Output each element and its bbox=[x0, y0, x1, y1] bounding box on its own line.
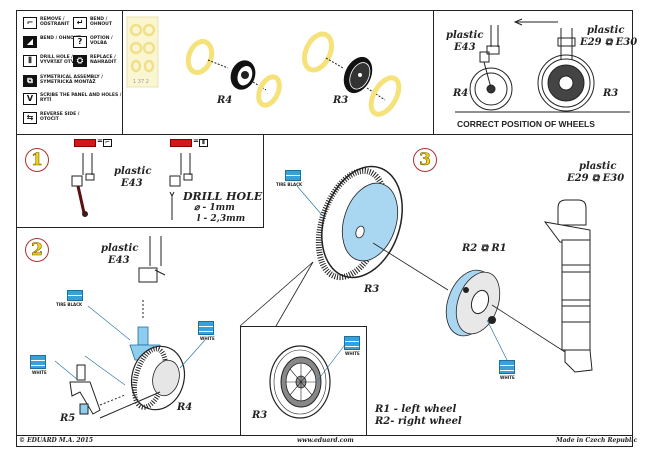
option-icon: ? bbox=[73, 36, 87, 48]
paint-caption-tire-black: TIRE BLACK bbox=[276, 182, 303, 187]
wheel-r4 bbox=[230, 60, 256, 90]
bend-icon: ↵ bbox=[73, 17, 87, 29]
paint-caption-white: WHITE bbox=[200, 336, 215, 341]
drill-hole-title: DRILL HOLE bbox=[183, 190, 263, 203]
drill-length: l - 2,3mm bbox=[197, 214, 246, 224]
paint-code-white bbox=[198, 321, 214, 335]
note-right-wheel: R2- right wheel bbox=[375, 416, 462, 427]
paint-code-white bbox=[30, 355, 46, 369]
paint-caption-white: WHITE bbox=[500, 375, 515, 380]
legend-text: REVERSE SIDE / OTOČIT bbox=[40, 112, 80, 122]
legend-text: REMOVE / ODSTRANIT bbox=[40, 17, 70, 27]
cp-left-part: E43 bbox=[454, 42, 476, 53]
drill-hole-icon: ⦀ bbox=[199, 139, 208, 147]
paint-code-white bbox=[344, 336, 360, 350]
step3-wheel-r3 bbox=[315, 165, 403, 281]
step3-hub bbox=[445, 269, 501, 337]
legend-item-bend-carefully: ◢ BEND / OHNOUT bbox=[23, 36, 84, 48]
legend-item-reverse-side: ⇆ REVERSE SIDE / OTOČIT bbox=[23, 112, 84, 124]
mask-sheet-rings bbox=[129, 23, 156, 73]
bend-carefully-icon: ◢ bbox=[23, 36, 37, 48]
detail-wheel-r3 bbox=[269, 345, 331, 419]
cp-right-plastic: plastic bbox=[587, 25, 625, 36]
legend-text: REPLACE / NAHRADIT bbox=[90, 55, 117, 65]
detail-wheel-label: R3 bbox=[252, 410, 268, 421]
mask-ring-r4-back bbox=[256, 74, 282, 108]
note-left-wheel: R1 - left wheel bbox=[375, 404, 457, 415]
step3-wheel-label: R3 bbox=[364, 284, 380, 295]
legend-item-scribe: V SCRIBE THE PANEL AND HOLES / RÝTÍ bbox=[23, 93, 130, 105]
step2-nose-leg bbox=[138, 236, 166, 320]
main-gear-side-view bbox=[537, 28, 595, 112]
legend-text: OPTION / VOLBA bbox=[90, 36, 113, 46]
correct-position-title: CORRECT POSITION OF WHEELS bbox=[457, 119, 595, 129]
legend-item-symmetrical: ⧉ SYMETRICAL ASSEMBLY / SYMETRICKÁ MONTÁ… bbox=[23, 75, 130, 87]
legend-text: BEND / OHNOUT bbox=[40, 36, 81, 41]
step-3-badge: 3 bbox=[413, 148, 437, 172]
replace-icon: ⛭ bbox=[73, 55, 87, 67]
red-paint-swatch bbox=[170, 139, 192, 147]
scribe-icon: V bbox=[23, 93, 37, 105]
legend-item-replace: ⛭ REPLACE / NAHRADIT bbox=[73, 55, 120, 67]
legend-item-bend: ↵ BEND / OHNOUT bbox=[73, 17, 120, 29]
step-1-badge: 1 bbox=[25, 148, 49, 172]
footer-website[interactable]: www.eduard.com bbox=[297, 437, 354, 444]
mask-ring-r4-front bbox=[185, 39, 215, 75]
paint-code-white bbox=[499, 360, 515, 374]
paint-caption-white: WHITE bbox=[345, 351, 360, 356]
legend-text: DRILL HOLE / VYVRTAT OTVOR bbox=[40, 55, 82, 65]
step2-wheel-r4 bbox=[130, 345, 186, 411]
cp-left-wheel: R4 bbox=[453, 88, 469, 99]
step3-plastic: plastic bbox=[579, 161, 617, 172]
step3-main-strut bbox=[543, 199, 593, 373]
legend-item-drill-hole: ⦀ DRILL HOLE / VYVRTAT OTVOR bbox=[23, 55, 84, 67]
cp-right-part: E29 ⧉ E30 bbox=[580, 37, 638, 48]
cp-left-plastic: plastic bbox=[446, 30, 484, 41]
remove-icon: ⌐ bbox=[23, 17, 37, 29]
step1-leg-with-brace bbox=[71, 153, 95, 217]
paint-code-tire-black bbox=[285, 170, 301, 181]
mask-ring-r3-front bbox=[301, 31, 335, 73]
step2-plastic: plastic bbox=[101, 243, 139, 254]
step-2-badge: 2 bbox=[25, 238, 49, 262]
footer-made-in: Made in Czech Republic bbox=[556, 437, 638, 444]
legend-item-remove: ⌐ REMOVE / ODSTRANIT bbox=[23, 17, 84, 29]
remove-icon: ⌐ bbox=[103, 139, 112, 147]
mask-ring-r3-back bbox=[368, 75, 402, 117]
step3-part: E29 ⧉ E30 bbox=[567, 173, 625, 184]
front-gear-side-view bbox=[469, 25, 513, 111]
drill-diameter: ⌀ - 1mm bbox=[194, 203, 235, 213]
symmetrical-assembly-icon: ⧉ bbox=[23, 75, 37, 87]
legend-item-option: ? OPTION / VOLBA bbox=[73, 36, 120, 48]
step2-part: E43 bbox=[108, 255, 130, 266]
step3-hub-label: R2 ⧉ R1 bbox=[462, 243, 507, 254]
step1-leg-drilled bbox=[169, 153, 193, 220]
paint-caption-tire-black: TIRE BLACK bbox=[56, 302, 83, 307]
wheel-r3 bbox=[343, 56, 373, 94]
mask-part-r3-label: R3 bbox=[333, 95, 349, 106]
legend-text: SYMETRICAL ASSEMBLY / SYMETRICKÁ MONTÁŽ bbox=[40, 75, 103, 85]
reverse-side-icon: ⇆ bbox=[23, 112, 37, 124]
step2-fork-r5 bbox=[69, 364, 101, 415]
step1-part: E43 bbox=[121, 178, 143, 189]
step2-wheel-label: R4 bbox=[177, 402, 193, 413]
step1-plastic: plastic bbox=[114, 166, 152, 177]
mask-sheet-label: 1 37 2 bbox=[133, 79, 149, 85]
equals-sign: = bbox=[97, 137, 103, 145]
mask-part-r4-label: R4 bbox=[217, 95, 233, 106]
red-paint-swatch bbox=[74, 139, 96, 147]
legend-text: SCRIBE THE PANEL AND HOLES / RÝTÍ bbox=[40, 93, 122, 103]
legend-text: BEND / OHNOUT bbox=[90, 17, 112, 27]
paint-caption-white: WHITE bbox=[32, 370, 47, 375]
drill-hole-icon: ⦀ bbox=[23, 55, 37, 67]
cp-right-wheel: R3 bbox=[603, 88, 619, 99]
equals-sign: = bbox=[193, 137, 199, 145]
footer-bar bbox=[16, 435, 633, 447]
footer-copyright: © EDUARD M.A. 2015 bbox=[19, 437, 94, 444]
step2-fork-label: R5 bbox=[60, 413, 76, 424]
paint-code-tire-black bbox=[67, 290, 83, 301]
